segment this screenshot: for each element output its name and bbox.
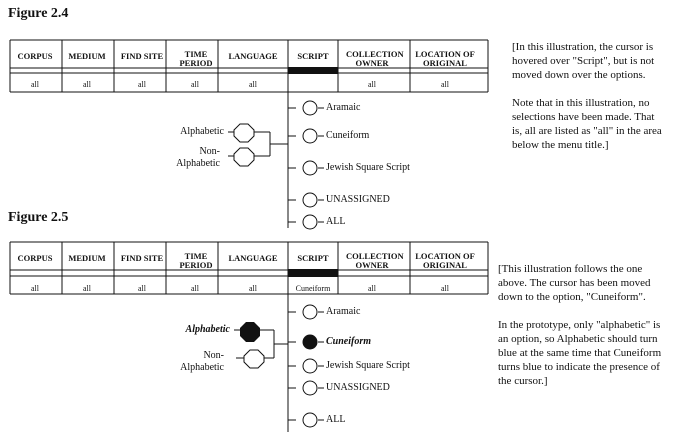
note-a: [In this illustration, the cursor is hov…: [512, 40, 662, 166]
menu-value-time-period: all: [191, 284, 199, 293]
option-jewish-square-script[interactable]: Jewish Square Script: [326, 360, 410, 371]
side-alphabetic-selected[interactable]: Alphabetic: [185, 324, 230, 335]
option-all[interactable]: ALL: [326, 414, 346, 425]
octagon-non-alphabetic: [233, 147, 255, 167]
radio-cuneiform: [302, 128, 318, 144]
note-b-para-1: [This illustration follows the one above…: [498, 263, 651, 303]
radio-unassigned: [302, 192, 318, 208]
menu-header-script[interactable]: SCRIPT: [297, 253, 329, 263]
menu-bar-2: CORPUS MEDIUM FIND SITE TIME PERIOD LANG…: [10, 242, 488, 294]
menu-value-corpus: all: [31, 80, 39, 89]
menu-value-language: all: [249, 80, 257, 89]
radio-cuneiform-filled: [302, 334, 318, 350]
note-b-para-2: In the prototype, only "alphabetic" is a…: [498, 319, 662, 387]
menu-value-script: Cuneiform: [295, 284, 331, 293]
menu-value-location-of-original: all: [441, 284, 449, 293]
radio-aramaic: [302, 100, 318, 116]
radio-jewish: [302, 160, 318, 176]
menu-header-time-period[interactable]: TIME PERIOD: [179, 49, 213, 68]
menu-header-medium[interactable]: MEDIUM: [68, 253, 106, 263]
menu-header-corpus[interactable]: CORPUS: [17, 253, 53, 263]
menu-value-find-site: all: [138, 284, 146, 293]
menu-header-script[interactable]: SCRIPT: [297, 51, 329, 61]
option-aramaic[interactable]: Aramaic: [326, 306, 361, 317]
menu-header-collection-owner[interactable]: COLLECTION OWNER: [346, 49, 404, 68]
option-cuneiform-selected[interactable]: Cuneiform: [326, 336, 372, 347]
menu-header-collection-owner[interactable]: COLLECTION OWNER: [346, 251, 404, 270]
option-unassigned[interactable]: UNASSIGNED: [326, 194, 390, 205]
menu-bar: CORPUS MEDIUM FIND SITE TIME PERIOD LANG…: [10, 40, 488, 92]
script-hover-bar-2: [288, 269, 338, 277]
note-a-para-1: [In this illustration, the cursor is hov…: [512, 41, 655, 81]
menu-value-find-site: all: [138, 80, 146, 89]
option-jewish-square-script[interactable]: Jewish Square Script: [326, 162, 410, 173]
option-unassigned[interactable]: UNASSIGNED: [326, 382, 390, 393]
note-a-para-2: Note that in this illustration, no selec…: [512, 97, 662, 151]
octagon-alphabetic-filled: [240, 322, 260, 342]
octagon-alphabetic: [233, 123, 255, 143]
option-all[interactable]: ALL: [326, 216, 346, 227]
menu-value-medium: all: [83, 284, 91, 293]
side-non-alphabetic[interactable]: Non-Alphabetic: [176, 146, 220, 169]
note-b: [This illustration follows the one above…: [498, 262, 664, 402]
menu-value-medium: all: [83, 80, 91, 89]
menu-value-collection-owner: all: [368, 284, 376, 293]
figure-title-2: Figure 2.5: [8, 210, 69, 225]
menu-value-collection-owner: all: [368, 80, 376, 89]
radio-all: [302, 214, 318, 230]
side-non-alphabetic[interactable]: Non-Alphabetic: [180, 350, 224, 373]
menu-header-find-site[interactable]: FIND SITE: [120, 51, 164, 61]
octagon-non-alphabetic-2: [243, 349, 265, 369]
menu-header-time-period[interactable]: TIME PERIOD: [179, 251, 213, 270]
menu-header-location-of-original[interactable]: LOCATION OF ORIGINAL: [415, 49, 475, 68]
script-hover-bar: [288, 67, 338, 74]
menu-header-language[interactable]: LANGUAGE: [228, 253, 278, 263]
menu-value-location-of-original: all: [441, 80, 449, 89]
figure-title: Figure 2.4: [8, 6, 69, 21]
menu-header-corpus[interactable]: CORPUS: [17, 51, 53, 61]
menu-header-medium[interactable]: MEDIUM: [68, 51, 106, 61]
menu-value-corpus: all: [31, 284, 39, 293]
menu-value-time-period: all: [191, 80, 199, 89]
option-aramaic[interactable]: Aramaic: [326, 102, 361, 113]
menu-value-language: all: [249, 284, 257, 293]
menu-header-location-of-original[interactable]: LOCATION OF ORIGINAL: [415, 251, 475, 270]
menu-header-language[interactable]: LANGUAGE: [228, 51, 278, 61]
menu-header-find-site[interactable]: FIND SITE: [120, 253, 164, 263]
side-alphabetic[interactable]: Alphabetic: [180, 126, 224, 137]
option-cuneiform[interactable]: Cuneiform: [326, 130, 370, 141]
